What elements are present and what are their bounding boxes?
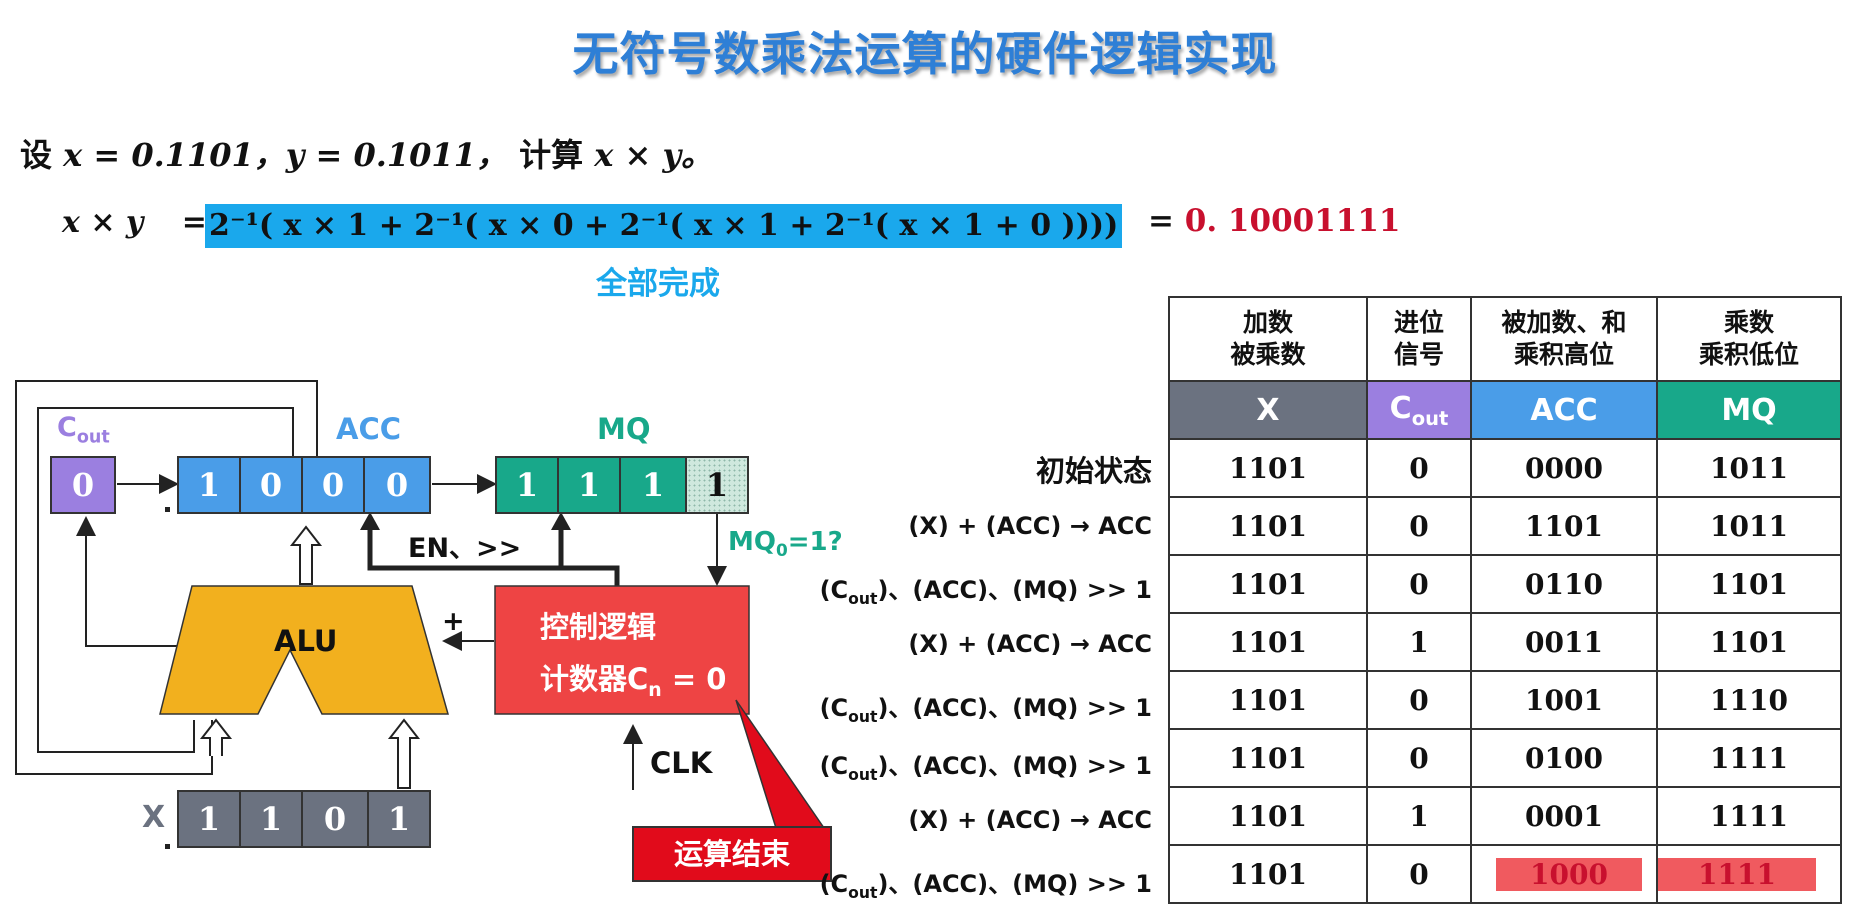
- mq-bit: 1: [557, 456, 621, 514]
- plus-label: +: [442, 606, 465, 637]
- header-x: 加数被乘数: [1168, 296, 1368, 382]
- page-title: 无符号数乘法运算的硬件逻辑实现: [572, 27, 1278, 81]
- acc-bit: 0: [363, 456, 431, 514]
- row-label: (Cout)、(ACC)、(MQ) >> 1: [819, 576, 1152, 608]
- state-table: 加数被乘数 进位信号 被加数、和乘积高位 乘数乘积低位 X Cout ACC M…: [1168, 296, 1842, 904]
- control-line2: 计数器Cn = 0: [540, 662, 727, 701]
- x-bit: 0: [301, 790, 369, 848]
- mq-bit: 1: [495, 456, 559, 514]
- row-label: (X) + (ACC) → ACC: [908, 806, 1152, 834]
- outer-feedback-line: [15, 380, 318, 775]
- x-bit: 1: [367, 790, 431, 848]
- end-callout-pointer: [735, 699, 826, 829]
- reg-acc: ACC: [1470, 380, 1658, 440]
- row-label: (X) + (ACC) → ACC: [908, 512, 1152, 540]
- acc-bit: 1: [177, 456, 241, 514]
- x-bit: 1: [239, 790, 303, 848]
- equation-lhs-text: x × y: [62, 205, 144, 240]
- header-acc: 被加数、和乘积高位: [1470, 296, 1658, 382]
- mq0-bit: 1: [685, 456, 749, 514]
- row-label: (X) + (ACC) → ACC: [908, 630, 1152, 658]
- header-mq: 乘数乘积低位: [1656, 296, 1842, 382]
- acc-label: ACC: [336, 412, 402, 446]
- table-header-row: 加数被乘数 进位信号 被加数、和乘积高位 乘数乘积低位: [1168, 296, 1842, 382]
- equation-equals: =: [181, 205, 207, 240]
- acc-bit: 0: [239, 456, 303, 514]
- en-line-acc: [367, 520, 620, 586]
- problem-prefix: 设: [20, 136, 53, 174]
- reg-cout: Cout: [1366, 380, 1472, 440]
- cout-register: 0: [50, 456, 116, 514]
- mq-bit: 1: [619, 456, 687, 514]
- control-line1: 控制逻辑: [540, 610, 657, 644]
- equation-result: = 0. 10001111: [1148, 203, 1401, 239]
- control-box: [494, 585, 750, 715]
- reg-x: X: [1168, 380, 1368, 440]
- done-label: 全部完成: [596, 266, 720, 302]
- row-label: (Cout)、(ACC)、(MQ) >> 1: [819, 870, 1152, 902]
- row-label: (Cout)、(ACC)、(MQ) >> 1: [819, 694, 1152, 726]
- table-register-row: X Cout ACC MQ: [1168, 380, 1842, 440]
- alu-to-cout-arrow: [76, 516, 192, 647]
- final-mq: 1111: [1656, 844, 1842, 904]
- feedback-to-alu-arrow: [199, 718, 233, 756]
- equation-highlight-text: 2⁻¹( x × 1 + 2⁻¹( x × 0 + 2⁻¹( x × 1 + 2…: [209, 208, 1119, 243]
- result-equals: =: [1148, 203, 1174, 239]
- final-acc: 1000: [1470, 844, 1658, 904]
- alu-shape: [159, 585, 449, 715]
- en-label: EN、>>: [408, 533, 522, 564]
- cout-label: Cout: [57, 412, 110, 448]
- mq0-label: MQ0=1?: [728, 527, 843, 561]
- problem-values: x = 0.1101，y = 0.1011，: [63, 136, 508, 174]
- equation-highlighted: 2⁻¹( x × 1 + 2⁻¹( x × 0 + 2⁻¹( x × 1 + 2…: [205, 204, 1123, 248]
- x-bit: 1: [177, 790, 241, 848]
- inner-feedback-line: [37, 407, 294, 753]
- row-label: 初始状态: [1035, 454, 1152, 488]
- alu-to-acc-arrow: [289, 525, 323, 585]
- row-label: (Cout)、(ACC)、(MQ) >> 1: [819, 752, 1152, 784]
- reg-mq: MQ: [1656, 380, 1842, 440]
- problem-expr: x × y。: [594, 136, 714, 174]
- alu-label: ALU: [274, 624, 338, 658]
- result-value: 0. 10001111: [1184, 203, 1401, 239]
- end-label: 运算结束: [632, 826, 832, 882]
- clk-label: CLK: [650, 746, 713, 780]
- mq-label: MQ: [597, 412, 651, 446]
- problem-statement: 设 x = 0.1101，y = 0.1011， 计算 x × y。: [20, 130, 713, 176]
- problem-mid: 计算: [519, 136, 584, 174]
- header-cout: 进位信号: [1366, 296, 1472, 382]
- x-label: X: [142, 800, 166, 835]
- acc-bit: 0: [301, 456, 365, 514]
- equation-lhs: x × y =: [62, 205, 207, 240]
- x-to-alu-arrow: [387, 718, 421, 789]
